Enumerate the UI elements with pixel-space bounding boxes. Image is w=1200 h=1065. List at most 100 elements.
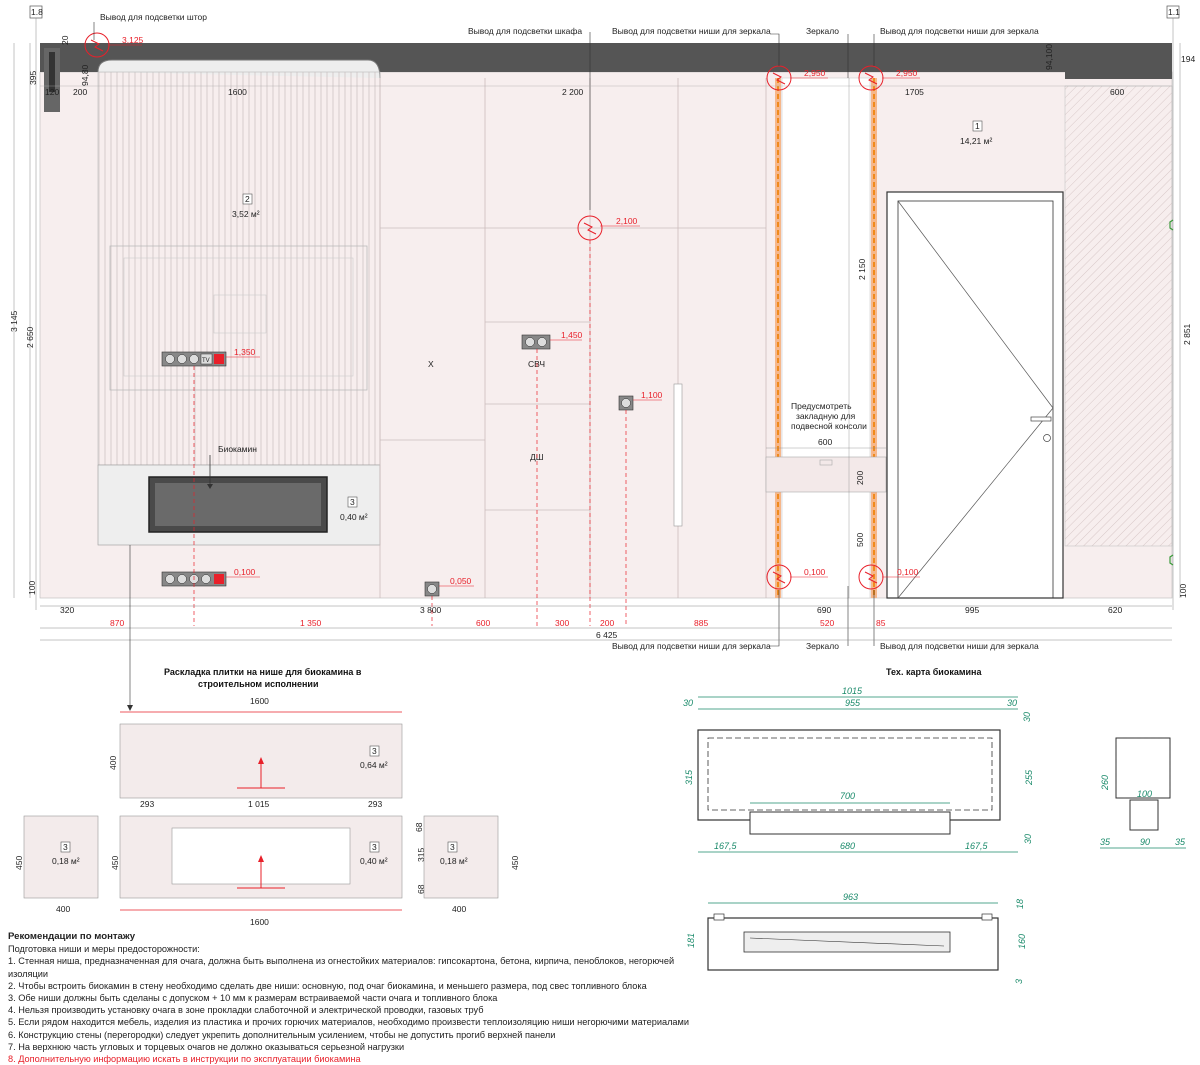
height-0100b: 0,100 — [804, 567, 826, 577]
installation-notes: Рекомендации по монтажу Подготовка ниши … — [8, 931, 708, 1065]
svg-text:1 015: 1 015 — [248, 799, 270, 809]
svg-text:1600: 1600 — [250, 696, 269, 706]
svg-text:3: 3 — [63, 842, 68, 852]
svg-text:260: 260 — [1100, 775, 1110, 791]
svg-text:200: 200 — [855, 471, 865, 485]
svg-text:3 145: 3 145 — [9, 310, 19, 332]
svg-text:100: 100 — [1137, 789, 1152, 799]
svg-text:1705: 1705 — [905, 87, 924, 97]
tech-front-view: 1015 955 30 30 700 30 30 315 255 167,5 6… — [683, 686, 1034, 853]
svg-text:870: 870 — [110, 618, 124, 628]
axis-marks: 1.8 1.1 — [29, 5, 1180, 610]
height-1350: 1,350 — [234, 347, 256, 357]
svg-text:68: 68 — [414, 822, 424, 832]
notes-line: 5. Если рядом находится мебель, изделия … — [8, 1017, 689, 1028]
height-1100: 1,100 — [641, 390, 663, 400]
dims-right: 194 94,100 2 851 100 — [1044, 43, 1195, 598]
svg-text:85: 85 — [876, 618, 886, 628]
svg-text:963: 963 — [843, 892, 858, 902]
socket-svch — [521, 334, 551, 350]
tech-side-view: 260 100 35 90 35 — [1100, 737, 1186, 849]
svg-text:35: 35 — [1175, 837, 1186, 847]
notes-line: 2. Чтобы встроить биокамин в стену необх… — [8, 980, 647, 991]
leader-console-1: Предусмотреть — [791, 401, 852, 411]
dims-mid: 2 150 200 500 600 — [766, 78, 886, 598]
svg-text:450: 450 — [510, 856, 520, 870]
tech-plan-view: 963 18 181 160 3 — [686, 892, 1027, 984]
svg-text:1015: 1015 — [842, 686, 863, 696]
svg-text:1600: 1600 — [250, 917, 269, 927]
leader-console-2: закладную для — [796, 411, 856, 421]
tile-mid-dims: 293 1 015 293 — [140, 799, 382, 809]
height-leaders — [108, 44, 920, 587]
svg-text:90: 90 — [1140, 837, 1150, 847]
tile-title-2: строительном исполнении — [198, 679, 319, 689]
svg-text:700: 700 — [840, 791, 855, 801]
svg-text:600: 600 — [1110, 87, 1124, 97]
svg-text:3: 3 — [450, 842, 455, 852]
svg-text:94,100: 94,100 — [1044, 44, 1054, 70]
area-tag-1: 1 14,21 м² — [960, 120, 992, 146]
notes-line: 6. Конструкцию стены (перегородки) следу… — [8, 1029, 556, 1040]
svg-text:120: 120 — [45, 87, 59, 97]
height-2950a: 2,950 — [804, 68, 826, 78]
svg-text:3,52 м²: 3,52 м² — [232, 209, 260, 219]
hatched-wall — [1064, 85, 1173, 547]
socket-0050 — [424, 581, 440, 597]
height-0100c: 0,100 — [897, 567, 919, 577]
height-1450: 1,450 — [561, 330, 583, 340]
axis-mark-right: 1.1 — [1168, 7, 1180, 17]
svg-text:3: 3 — [372, 746, 377, 756]
svg-text:94,80: 94,80 — [80, 64, 90, 86]
svg-text:14,21 м²: 14,21 м² — [960, 136, 992, 146]
area-tag-3: 3 0,40 м² — [340, 496, 368, 522]
door — [886, 191, 1064, 599]
svg-text:68: 68 — [416, 884, 426, 894]
dims-top: 200 1600 2 200 1705 600 — [40, 85, 1172, 97]
height-0100a: 0,100 — [234, 567, 256, 577]
height-2950b: 2,950 — [896, 68, 918, 78]
notes-line: 1. Стенная ниша, предназначенная для оча… — [8, 956, 675, 979]
tile-top: 1600 400 3 0,64 м² — [108, 696, 403, 799]
svg-text:30: 30 — [1023, 834, 1033, 844]
notes-line: 4. Нельзя производить установку очага в … — [8, 1005, 484, 1016]
svg-text:30: 30 — [683, 698, 693, 708]
svg-text:1 350: 1 350 — [300, 618, 322, 628]
svg-text:30: 30 — [1007, 698, 1017, 708]
socket-1100 — [618, 395, 634, 411]
svg-text:2 851: 2 851 — [1182, 323, 1192, 345]
svg-text:2 150: 2 150 — [857, 258, 867, 280]
svg-text:3: 3 — [1014, 979, 1024, 984]
height-2100: 2,100 — [616, 216, 638, 226]
svg-text:680: 680 — [840, 841, 855, 851]
svg-text:0,18 м²: 0,18 м² — [440, 856, 468, 866]
svg-text:30: 30 — [1022, 712, 1032, 722]
notes-title: Рекомендации по монтажу — [8, 931, 136, 942]
wardrobe-handle — [673, 383, 683, 527]
svg-text:20: 20 — [60, 35, 70, 45]
svg-text:450: 450 — [14, 856, 24, 870]
svg-text:6 425: 6 425 — [596, 630, 618, 640]
leader-mirror-niche-bottom-right: Вывод для подсветки ниши для зеркала — [880, 641, 1039, 651]
notes-line: Подготовка ниши и меры предосторожности: — [8, 944, 200, 955]
svg-text:167,5: 167,5 — [965, 841, 989, 851]
svg-text:1600: 1600 — [228, 87, 247, 97]
svg-text:1: 1 — [975, 121, 980, 131]
svg-text:600: 600 — [476, 618, 490, 628]
leader-curtain: Вывод для подсветки штор — [100, 12, 207, 22]
svg-text:3 800: 3 800 — [420, 605, 442, 615]
leader-console-3: подвесной консоли — [791, 421, 867, 431]
svg-text:18: 18 — [1015, 899, 1025, 909]
leader-mirror-niche-bottom-left: Вывод для подсветки ниши для зеркала — [612, 641, 771, 651]
svg-text:2 200: 2 200 — [562, 87, 584, 97]
slat-panel — [97, 71, 381, 466]
svg-text:315: 315 — [684, 769, 694, 785]
svg-text:293: 293 — [140, 799, 154, 809]
svg-text:100: 100 — [27, 581, 37, 595]
label-svch: СВЧ — [528, 359, 545, 369]
notes-line: 3. Обе ниши должны быть сделаны с допуск… — [8, 993, 498, 1004]
tile-title-1: Раскладка плитки на нише для биокамина в — [164, 667, 362, 677]
biokamin-label: Биокамин — [218, 444, 257, 454]
svg-text:320: 320 — [60, 605, 74, 615]
